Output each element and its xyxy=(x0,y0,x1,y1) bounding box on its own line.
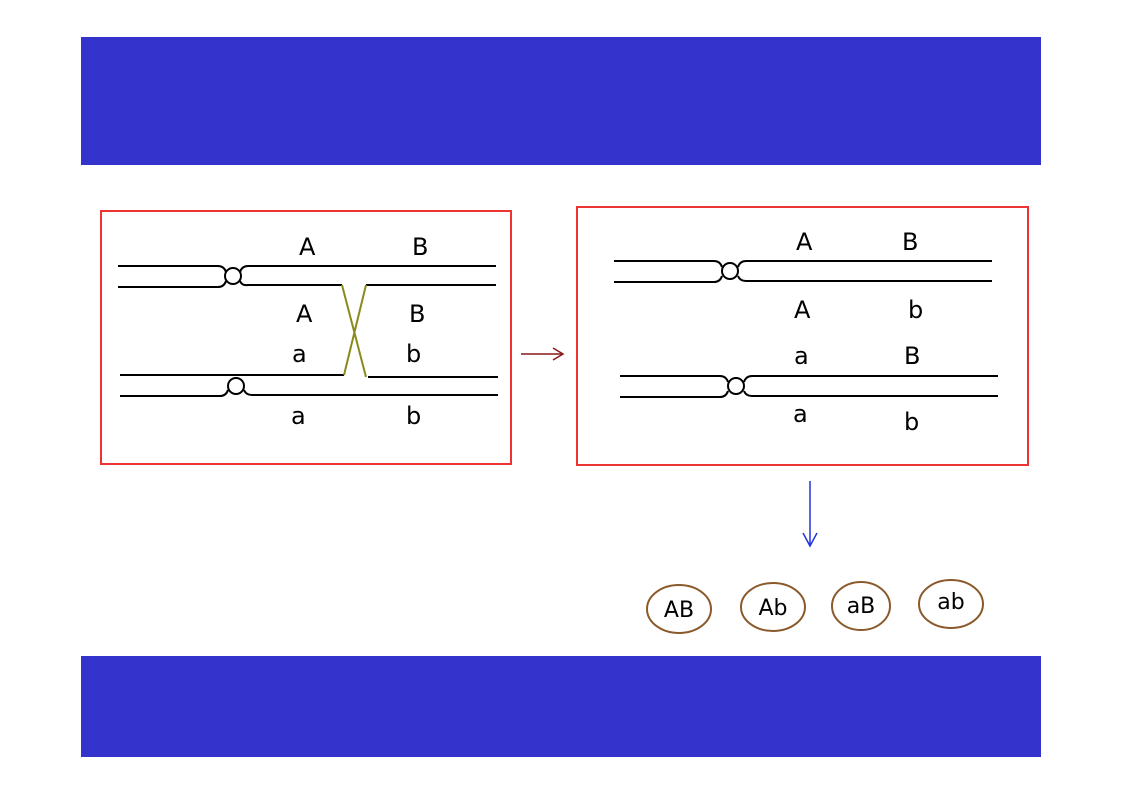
centromere-icon xyxy=(721,262,739,280)
before-gene-bottom-lower-a: a xyxy=(291,402,306,430)
right-arrow-icon xyxy=(521,347,565,361)
before-box xyxy=(100,210,512,465)
gamete-label: AB xyxy=(664,598,694,623)
gamete-ab-mixed-2: aB xyxy=(831,581,891,631)
gamete-label: Ab xyxy=(758,596,787,621)
after-gene-bottom-lower-b: b xyxy=(904,408,919,436)
after-gene-bottom-lower-a: a xyxy=(793,400,808,428)
before-gene-bottom-upper-b: b xyxy=(406,340,421,368)
before-gene-bottom-upper-a: a xyxy=(292,340,307,368)
gamete-ab-mixed: Ab xyxy=(740,582,806,632)
after-gene-top-upper-A: A xyxy=(796,228,813,256)
after-box xyxy=(576,206,1029,466)
before-top-chromosome xyxy=(118,265,496,288)
gamete-ab-lower: ab xyxy=(918,579,984,629)
header-band xyxy=(81,37,1041,165)
before-gene-top-upper-B: B xyxy=(412,233,428,261)
after-gene-bottom-upper-B: B xyxy=(904,342,920,370)
after-gene-top-lower-A: A xyxy=(794,296,811,324)
down-arrow-icon xyxy=(802,481,818,548)
before-gene-top-lower-B: B xyxy=(409,300,425,328)
centromere-icon xyxy=(224,267,242,285)
after-top-chromosome xyxy=(614,260,992,283)
after-gene-top-upper-B: B xyxy=(902,228,918,256)
gamete-ab-upper: AB xyxy=(646,584,712,634)
centromere-icon xyxy=(227,377,245,395)
footer-band xyxy=(81,656,1041,757)
before-gene-top-lower-A: A xyxy=(296,300,313,328)
after-gene-bottom-upper-a: a xyxy=(794,342,809,370)
crossover-strands xyxy=(341,284,367,378)
after-bottom-chromosome xyxy=(620,375,998,398)
gamete-label: ab xyxy=(937,590,964,615)
gamete-label: aB xyxy=(847,594,876,619)
before-gene-top-upper-A: A xyxy=(299,233,316,261)
after-gene-top-lower-b: b xyxy=(908,296,923,324)
before-gene-bottom-lower-b: b xyxy=(406,402,421,430)
centromere-icon xyxy=(727,377,745,395)
before-bottom-chromosome xyxy=(120,374,498,397)
